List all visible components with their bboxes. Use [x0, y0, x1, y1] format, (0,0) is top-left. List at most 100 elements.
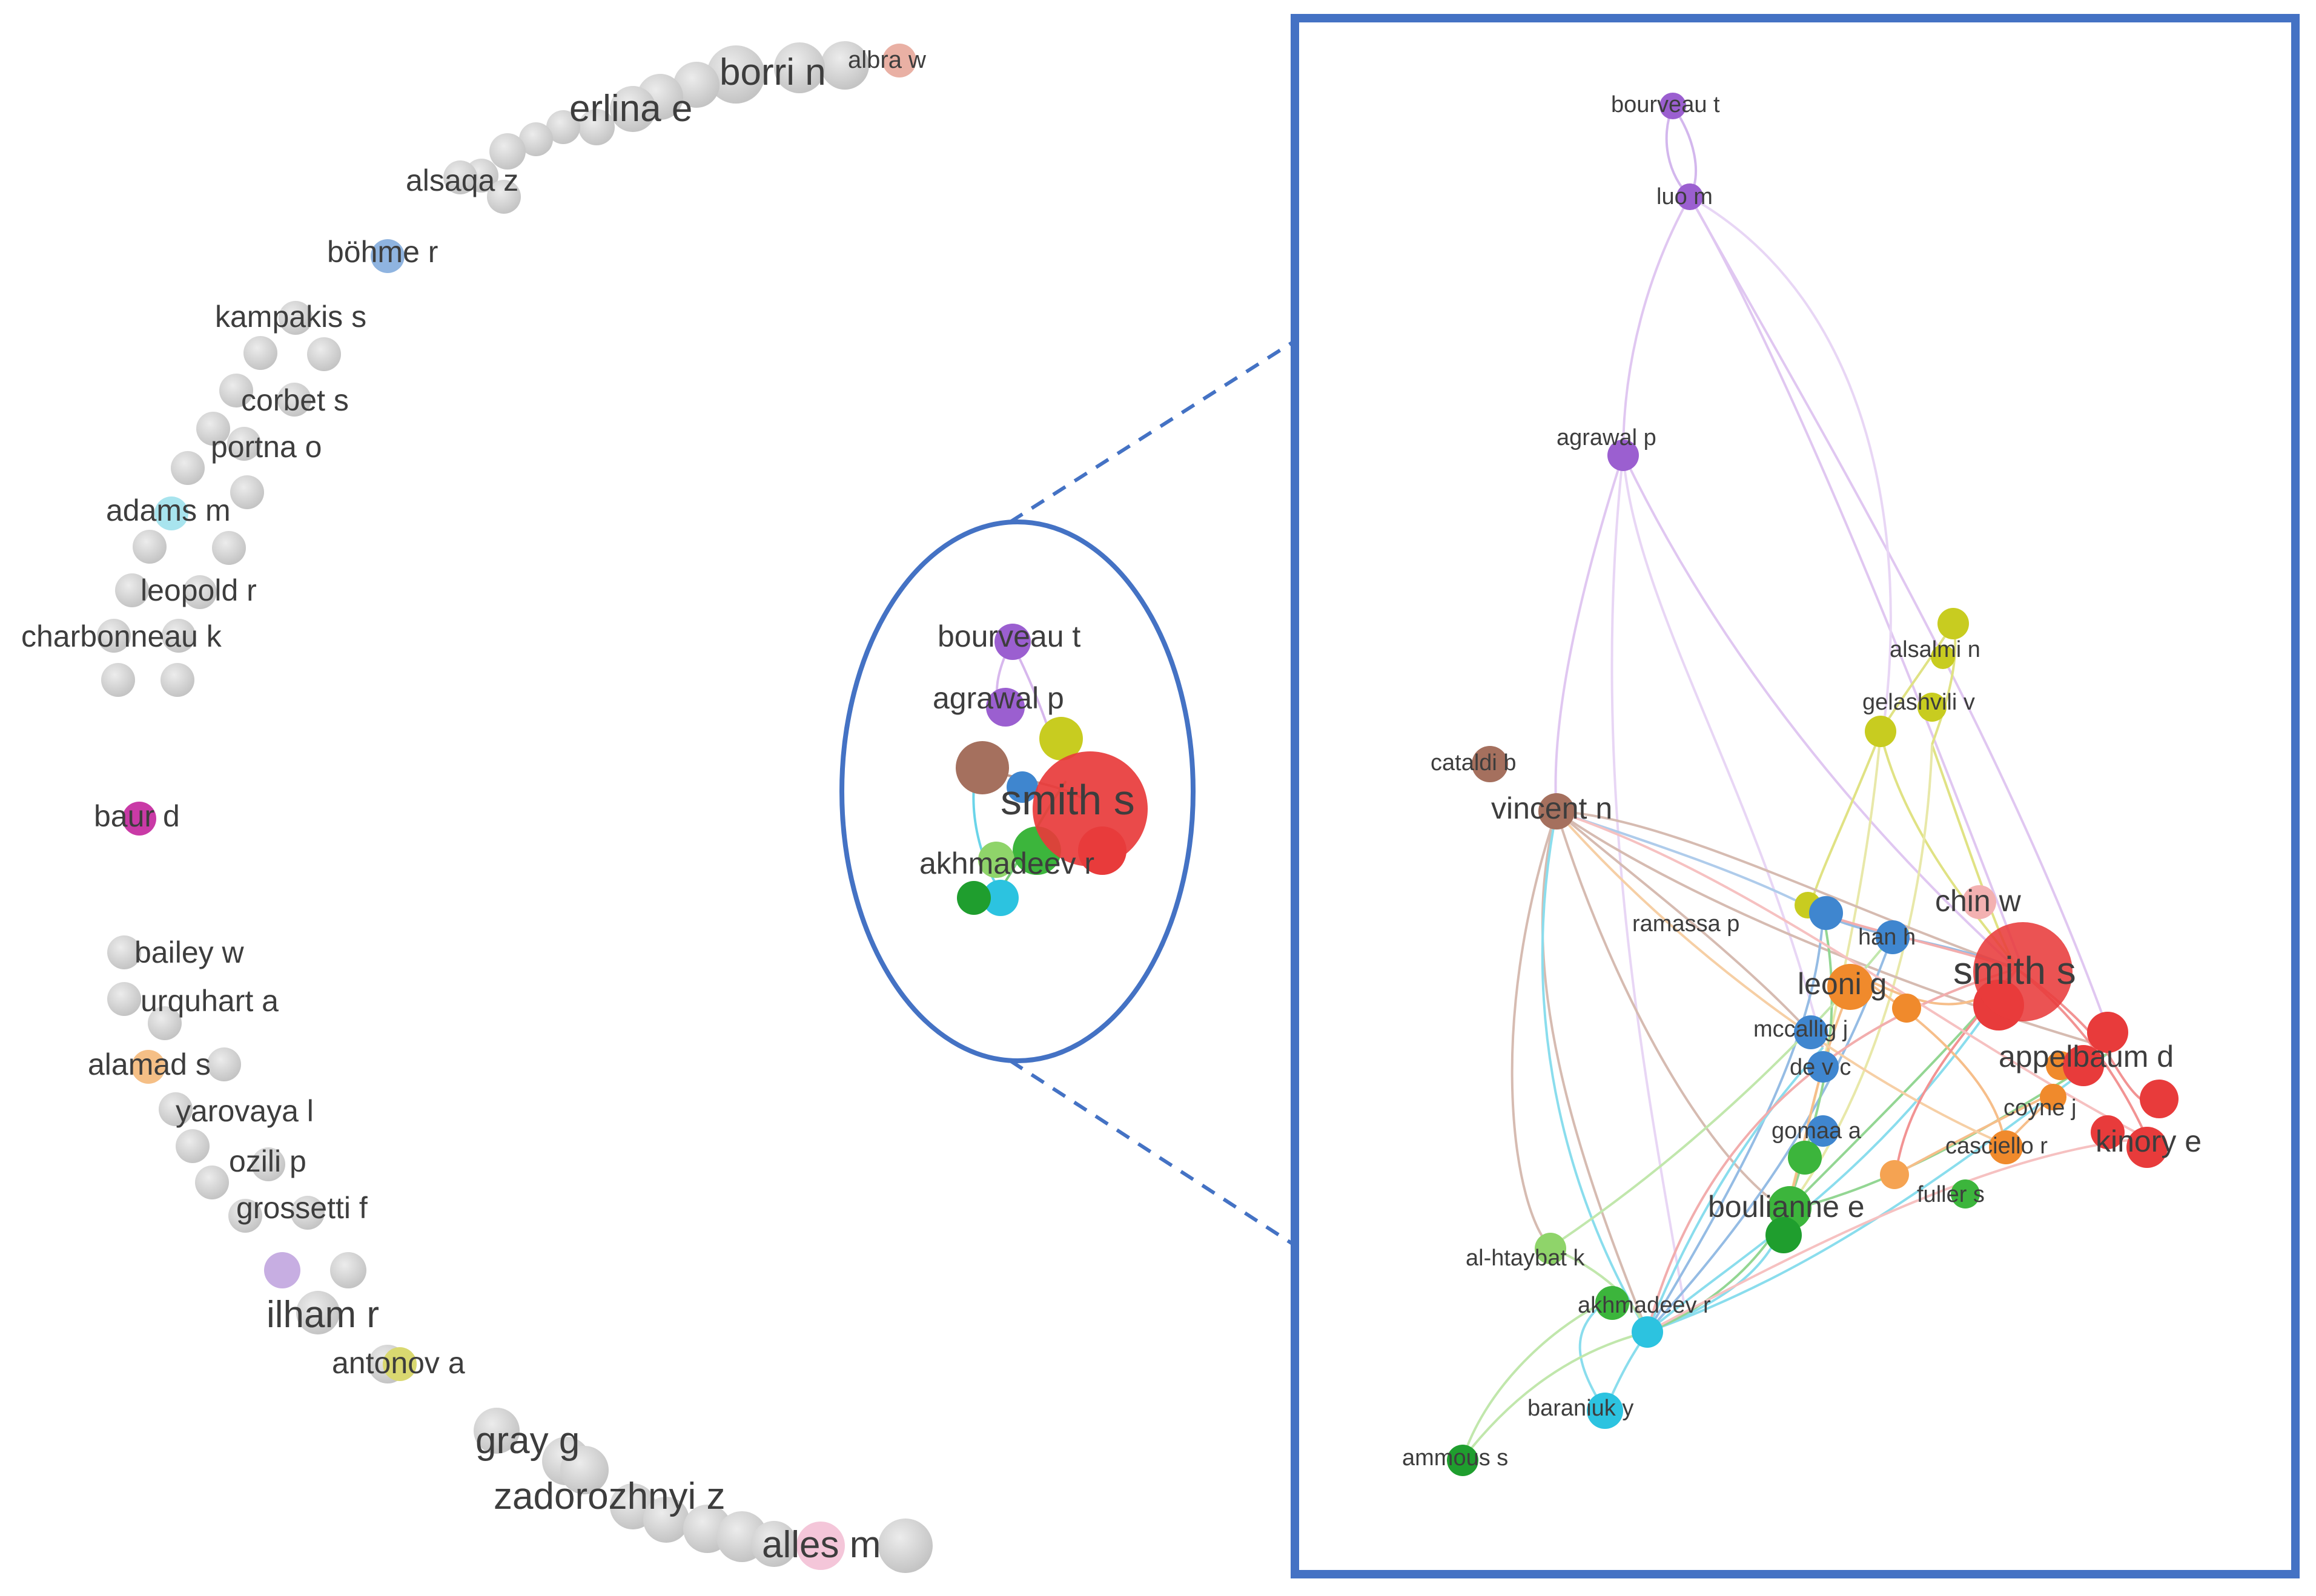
network-node [207, 1047, 241, 1081]
zoom-label-han: han h [1858, 925, 1916, 950]
label-alles: alles m [762, 1524, 881, 1566]
network-node [673, 62, 720, 108]
zoom-label-alsalmi: alsalmi n [1890, 637, 1980, 662]
zoom-label-appelbaum: appelbaum d [1999, 1040, 2174, 1073]
network-node [291, 1196, 325, 1230]
zoom-label-akhmadeev: akhmadeev r [1578, 1293, 1711, 1318]
purple-outer-node [264, 1252, 300, 1288]
label-ilham: ilham r [266, 1294, 379, 1336]
network-node [489, 133, 526, 170]
network-node [307, 337, 341, 371]
network-node [546, 110, 580, 144]
outer-network: borri n albra w erlina e alsaqa z böhme … [21, 41, 933, 1573]
cluster-label-smith: smith s [1001, 776, 1135, 823]
node-gelashvili [1865, 716, 1896, 747]
label-grossetti: grossetti f [236, 1191, 368, 1225]
zoom-label-chin: chin w [1935, 884, 2022, 918]
node-green-2 [1765, 1217, 1802, 1253]
network-node [212, 531, 246, 565]
network-node [774, 42, 825, 93]
zoom-ellipse [839, 519, 1196, 1063]
label-kampakis: kampakis s [215, 300, 366, 334]
zoom-label-cataldi: cataldi b [1431, 750, 1517, 776]
network-node [878, 1519, 933, 1573]
network-node [219, 374, 253, 407]
zoom-label-gomaa: gomaa a [1772, 1118, 1862, 1144]
baur-node [122, 802, 156, 836]
node-cataldi [1472, 746, 1508, 782]
adams-node [154, 496, 188, 530]
node-chin [1962, 885, 1996, 919]
label-corbet: corbet s [241, 383, 349, 417]
network-node [751, 1521, 797, 1567]
node-red-4 [2140, 1080, 2179, 1118]
label-antonov: antonov a [332, 1346, 465, 1380]
network-node [487, 180, 521, 214]
node-orange-3 [2040, 1084, 2066, 1110]
label-charbonneau: charbonneau k [21, 619, 222, 653]
zoom-label-ammous: ammous s [1402, 1445, 1508, 1471]
label-bailey: bailey w [134, 935, 245, 969]
cluster-node-red-small [1078, 826, 1127, 875]
label-borri: borri n [720, 51, 826, 93]
cluster-label-bourveau: bourveau t [938, 619, 1080, 653]
network-node [230, 475, 264, 509]
label-alamad: alamad s [88, 1047, 211, 1081]
network-node [277, 383, 311, 417]
antonov-node [383, 1347, 417, 1381]
grey-node-group [97, 41, 933, 1573]
node-vincent [1538, 793, 1575, 829]
network-node [160, 663, 194, 697]
node-orange-4 [1880, 1160, 1909, 1189]
cluster-node-blue [1007, 771, 1038, 803]
node-casciello [1989, 1130, 2023, 1164]
node-smith [1973, 922, 2073, 1021]
node-mccallig [1794, 1015, 1828, 1049]
network-node [519, 122, 553, 156]
network-node [227, 427, 261, 461]
node-alsalmi [1937, 608, 1969, 639]
zoom-label-casciello: casciello r [1945, 1133, 2048, 1159]
network-node [474, 1408, 520, 1454]
cluster-label-agrawal: agrawal p [933, 681, 1064, 715]
cluster-node-agrawal [986, 688, 1025, 727]
network-node [610, 86, 656, 132]
network-node [707, 45, 765, 104]
cluster-node-darkgreen [957, 881, 991, 915]
zoom-label-kinory: kinory e [2096, 1124, 2202, 1158]
node-agrawal [1607, 440, 1639, 471]
label-portna: portna o [211, 430, 322, 464]
zoom-label-leoni: leoni g [1798, 967, 1887, 1001]
zoom-label-devc: de v c [1790, 1055, 1851, 1080]
node-han [1876, 920, 1910, 954]
node-ammous [1447, 1445, 1478, 1476]
network-node [330, 1252, 366, 1288]
cluster-node-bourveau [994, 624, 1031, 660]
network-node [251, 1147, 285, 1181]
zoom-labels: bourveau t luo m agrawal p alsalmi n gel… [1402, 92, 2202, 1471]
zoom-label-alhtaybat: al-htaybat k [1466, 1245, 1585, 1271]
network-node [107, 935, 141, 969]
zoom-label-baraniuk: baraniuk y [1527, 1396, 1633, 1421]
zoom-label-vincent: vincent n [1491, 791, 1612, 825]
label-leopold: leopold r [141, 573, 257, 607]
network-node [821, 41, 869, 90]
node-yellow-2 [1931, 645, 1955, 669]
cluster-node-brown [956, 741, 1009, 794]
zoom-label-boulianne: boulianne e [1708, 1190, 1865, 1224]
network-node [643, 1497, 689, 1543]
node-red-2 [2087, 1012, 2128, 1053]
alles-node [796, 1522, 845, 1570]
network-node [176, 1129, 210, 1163]
node-gomaa [1807, 1115, 1839, 1147]
cluster-node-yellow [1039, 717, 1083, 760]
node-baraniuk [1587, 1393, 1623, 1429]
network-node [97, 619, 131, 653]
zoom-label-bourveau: bourveau t [1611, 92, 1720, 117]
network-node [159, 1092, 193, 1126]
network-node [243, 336, 277, 370]
zoom-panel-frame [1291, 14, 2300, 1578]
cluster-node-cyan [982, 880, 1019, 916]
label-adams: adams m [106, 493, 231, 527]
